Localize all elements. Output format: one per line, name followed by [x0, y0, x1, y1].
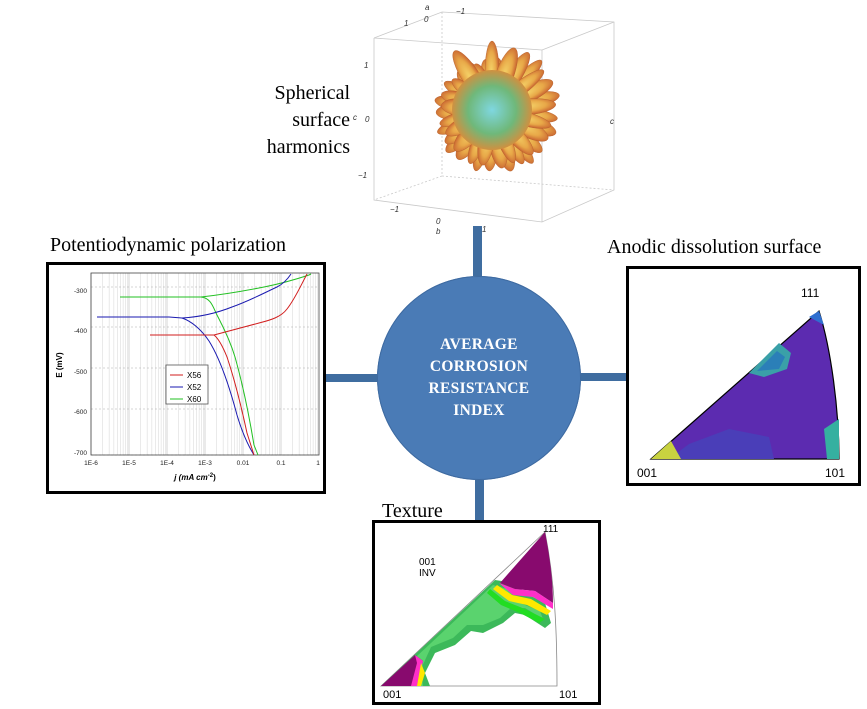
- tick-left-neg1: −1: [358, 171, 367, 180]
- center-node: AVERAGE CORROSION RESISTANCE INDEX: [377, 276, 581, 480]
- legend-x52: X52: [187, 383, 202, 392]
- texture-ipf-chart: 001 INV 111 001 101: [379, 524, 577, 701]
- texture-note-inv: INV: [419, 568, 436, 579]
- anodic-corner-111-label: 111: [801, 286, 820, 300]
- connector-left: [325, 374, 377, 382]
- tick-bottom-0: 0: [436, 217, 441, 226]
- xtick-1: 1: [316, 460, 320, 467]
- axis-label-a: a: [425, 3, 430, 12]
- texture-yellow-top: [493, 585, 551, 615]
- xtick-0.01: 0.01: [237, 460, 250, 467]
- center-line-3: RESISTANCE: [428, 380, 530, 397]
- texture-note-001: 001: [419, 557, 436, 568]
- tick-left-1: 1: [364, 61, 368, 70]
- ytick-700: -700: [74, 450, 87, 457]
- axis-label-c-right: c: [610, 117, 614, 126]
- anodic-ipf-chart: 111 001 101: [637, 286, 845, 480]
- texture-title: Texture: [382, 500, 443, 522]
- tick-top-1: 1: [404, 19, 408, 28]
- center-line-4: INDEX: [453, 402, 505, 419]
- tick-top-0: 0: [424, 15, 429, 24]
- spherical-label: Spherical surface harmonics: [228, 80, 350, 161]
- texture-magenta-bottom: [381, 655, 423, 686]
- chart-legend: X56 X52 X60: [165, 364, 209, 405]
- axis-label-c-left: c: [353, 113, 357, 122]
- legend-x56: X56: [187, 371, 202, 380]
- polarization-panel: X56 X52 X60 -300 -400 -500 -600 -700 1E-…: [46, 262, 326, 494]
- tick-top-neg1: −1: [456, 7, 465, 16]
- texture-corner-111-label: 111: [543, 524, 559, 535]
- ytick-600: -600: [74, 409, 87, 416]
- texture-corner-001-label: 001: [383, 689, 401, 701]
- axis-label-b: b: [436, 227, 441, 236]
- texture-yellow-bottom: [417, 663, 425, 686]
- chart-grid: [90, 273, 319, 456]
- texture-magenta-top: [500, 532, 553, 603]
- connector-bottom: [475, 480, 484, 521]
- curve-x56: [150, 273, 308, 456]
- center-node-label: AVERAGE CORROSION RESISTANCE INDEX: [429, 334, 530, 422]
- ytick-400: -400: [74, 328, 87, 335]
- anodic-corner-101: [824, 419, 839, 459]
- polarization-title: Potentiodynamic polarization: [50, 234, 287, 256]
- xtick-1e-6: 1E-6: [84, 460, 98, 467]
- center-line-1: AVERAGE: [440, 336, 518, 353]
- tick-bottom-neg1: −1: [390, 205, 399, 214]
- xtick-1e-4: 1E-4: [160, 460, 174, 467]
- xtick-1e-3: 1E-3: [198, 460, 212, 467]
- harmonic-surface: [434, 40, 560, 172]
- ytick-500: -500: [74, 369, 87, 376]
- ytick-300: -300: [74, 288, 87, 295]
- spherical-label-line-2: surface: [292, 109, 350, 131]
- texture-bright-green-top: [487, 589, 545, 623]
- texture-green-inner: [385, 585, 543, 686]
- spherical-label-line-1: Spherical: [274, 82, 350, 104]
- texture-corner-101-label: 101: [559, 689, 577, 701]
- anodic-panel: 111 001 101: [626, 266, 861, 486]
- anodic-contour-low: [669, 429, 774, 459]
- anodic-corner-111: [809, 311, 824, 325]
- curve-x60: [120, 273, 312, 456]
- anodic-corner-001-label: 001: [637, 466, 657, 480]
- connector-right: [581, 373, 628, 381]
- spherical-label-line-3: harmonics: [266, 136, 350, 158]
- polarization-chart: X56 X52 X60 -300 -400 -500 -600 -700 1E-…: [55, 272, 320, 482]
- xtick-1e-5: 1E-5: [122, 460, 136, 467]
- texture-pink-bottom: [411, 655, 423, 686]
- xtick-0.1: 0.1: [276, 460, 285, 467]
- tick-bottom-1: 1: [482, 225, 486, 234]
- spherical-harmonics-plot: a 0 −1 1 1 0 −1 c c −1 0 b 1: [353, 3, 615, 236]
- connector-top: [473, 226, 482, 276]
- x-axis-label: j (mA cm-2): [173, 473, 216, 482]
- y-axis-label: E (mV): [55, 352, 64, 378]
- anodic-corner-101-label: 101: [825, 466, 845, 480]
- chart-frame: [90, 272, 320, 456]
- texture-pink-top: [499, 583, 553, 609]
- anodic-corner-001: [651, 441, 681, 459]
- anodic-contour-mid: [757, 351, 785, 371]
- legend-x60: X60: [187, 395, 202, 404]
- tick-left-0: 0: [365, 115, 370, 124]
- curve-x52: [97, 273, 292, 456]
- center-line-2: CORROSION: [429, 358, 529, 375]
- anodic-title: Anodic dissolution surface: [607, 236, 822, 258]
- texture-panel: 001 INV 111 001 101: [372, 520, 601, 705]
